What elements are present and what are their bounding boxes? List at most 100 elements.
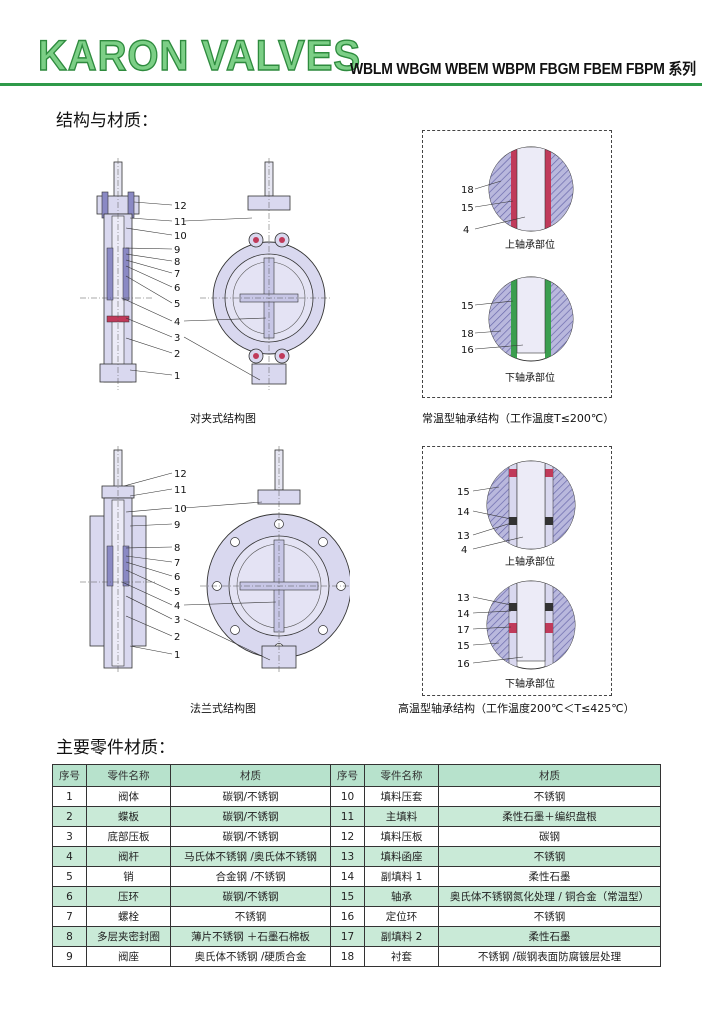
wafer-callout: 5 [174, 299, 180, 310]
table-cell: 销 [86, 866, 171, 887]
flange-drawing: 12 11 10 9 8 7 6 5 4 3 2 1 [80, 446, 352, 676]
section-title-structure: 结构与材质： [56, 111, 158, 131]
col-header-part: 零件名称 [364, 764, 439, 787]
table-cell: 14 [330, 866, 365, 887]
normal-upper-callout: 18 [461, 185, 474, 196]
table-cell: 碳钢/不锈钢 [170, 886, 331, 907]
table-cell: 9 [52, 946, 87, 967]
col-header-material: 材质 [170, 764, 331, 787]
col-header-no: 序号 [330, 764, 365, 787]
wafer-callout: 6 [174, 283, 180, 294]
table-cell: 不锈钢 [438, 786, 661, 807]
table-cell: 衬套 [364, 946, 439, 967]
flange-callout: 8 [174, 543, 180, 554]
wafer-callout: 10 [174, 231, 187, 242]
table-cell: 碳钢/不锈钢 [170, 826, 331, 847]
table-cell: 压环 [86, 886, 171, 907]
table-cell: 不锈钢 [170, 906, 331, 927]
table-cell: 阀座 [86, 946, 171, 967]
table-cell: 柔性石墨＋编织盘根 [438, 806, 661, 827]
table-cell: 碳钢 [438, 826, 661, 847]
normal-lower-callout: 16 [461, 345, 474, 356]
page-header: KARON VALVES WBLM WBGM WBEM WBPM FBGM FB… [0, 0, 702, 100]
header-rule [0, 83, 702, 86]
flange-caption: 法兰式结构图 [190, 702, 256, 715]
table-cell: 7 [52, 906, 87, 927]
table-cell: 填料压套 [364, 786, 439, 807]
flange-callout: 4 [174, 601, 180, 612]
table-cell: 6 [52, 886, 87, 907]
col-header-no: 序号 [52, 764, 87, 787]
table-cell: 多层夹密封圈 [86, 926, 171, 947]
table-cell: 11 [330, 806, 365, 827]
table-cell: 8 [52, 926, 87, 947]
normal-temp-bearing-box: 18 15 4 15 18 16 上轴承部位 下轴承部位 [422, 130, 612, 398]
wafer-callout: 7 [174, 269, 180, 280]
table-cell: 5 [52, 866, 87, 887]
normal-upper-callout: 4 [463, 225, 469, 236]
table-cell: 填料压板 [364, 826, 439, 847]
table-cell: 马氏体不锈钢 /奥氏体不锈钢 [170, 846, 331, 867]
high-temp-caption: 高温型轴承结构（工作温度200℃＜T≤425℃） [398, 702, 635, 715]
high-lower-label: 下轴承部位 [505, 677, 555, 690]
high-upper-callout: 15 [457, 487, 470, 498]
high-upper-callout: 4 [461, 545, 467, 556]
high-temp-svg: 15 14 13 4 13 14 17 15 16 上轴承部位 下轴承部位 [457, 460, 576, 690]
brand-logo-text: KARON VALVES [37, 31, 361, 80]
table-cell: 合金钢 /不锈钢 [170, 866, 331, 887]
table-cell: 副填料 2 [364, 926, 439, 947]
flange-callout: 11 [174, 485, 187, 496]
normal-lower-callout: 18 [461, 329, 474, 340]
table-cell: 15 [330, 886, 365, 907]
normal-lower-callout: 15 [461, 301, 474, 312]
flange-callout: 12 [174, 469, 187, 480]
normal-lower-label: 下轴承部位 [505, 371, 555, 384]
table-cell: 阀杆 [86, 846, 171, 867]
flange-callout: 2 [174, 632, 180, 643]
table-cell: 碳钢/不锈钢 [170, 806, 331, 827]
table-cell: 奥氏体不锈钢氮化处理 / 铜合金（常温型） [438, 886, 661, 907]
high-upper-callout: 14 [457, 507, 470, 518]
high-upper-callout: 13 [457, 531, 470, 542]
table-cell: 柔性石墨 [438, 926, 661, 947]
flange-callout: 9 [174, 520, 180, 531]
wafer-callouts: 12 11 10 9 8 7 6 5 4 3 2 1 [174, 201, 187, 382]
wafer-callout: 1 [174, 371, 180, 382]
col-header-part: 零件名称 [86, 764, 171, 787]
wafer-drawing-svg: 12 11 10 9 8 7 6 5 4 3 2 1 [80, 158, 330, 390]
flange-callout: 3 [174, 615, 180, 626]
table-cell: 轴承 [364, 886, 439, 907]
table-cell: 1 [52, 786, 87, 807]
table-cell: 底部压板 [86, 826, 171, 847]
high-lower-callout: 15 [457, 641, 470, 652]
table-cell: 螺栓 [86, 906, 171, 927]
wafer-callout: 4 [174, 317, 180, 328]
table-cell: 蝶板 [86, 806, 171, 827]
section-title-materials: 主要零件材质： [56, 738, 175, 758]
table-cell: 定位环 [364, 906, 439, 927]
table-cell: 奥氏体不锈钢 /硬质合金 [170, 946, 331, 967]
wafer-callout: 8 [174, 257, 180, 268]
high-lower-callout: 13 [457, 593, 470, 604]
normal-upper-callout: 15 [461, 203, 474, 214]
table-cell: 12 [330, 826, 365, 847]
flange-callout: 7 [174, 558, 180, 569]
table-cell: 3 [52, 826, 87, 847]
high-lower-callout: 16 [457, 659, 470, 670]
table-cell: 10 [330, 786, 365, 807]
table-cell: 4 [52, 846, 87, 867]
high-lower-callout: 17 [457, 625, 470, 636]
wafer-drawing: 12 11 10 9 8 7 6 5 4 3 2 1 [80, 158, 330, 398]
flange-drawing-svg: 12 11 10 9 8 7 6 5 4 3 2 1 [80, 446, 352, 674]
table-cell: 柔性石墨 [438, 866, 661, 887]
table-cell: 阀体 [86, 786, 171, 807]
table-cell: 16 [330, 906, 365, 927]
high-temp-bearing-box: 15 14 13 4 13 14 17 15 16 上轴承部位 下轴承部位 [422, 446, 612, 696]
table-cell: 13 [330, 846, 365, 867]
